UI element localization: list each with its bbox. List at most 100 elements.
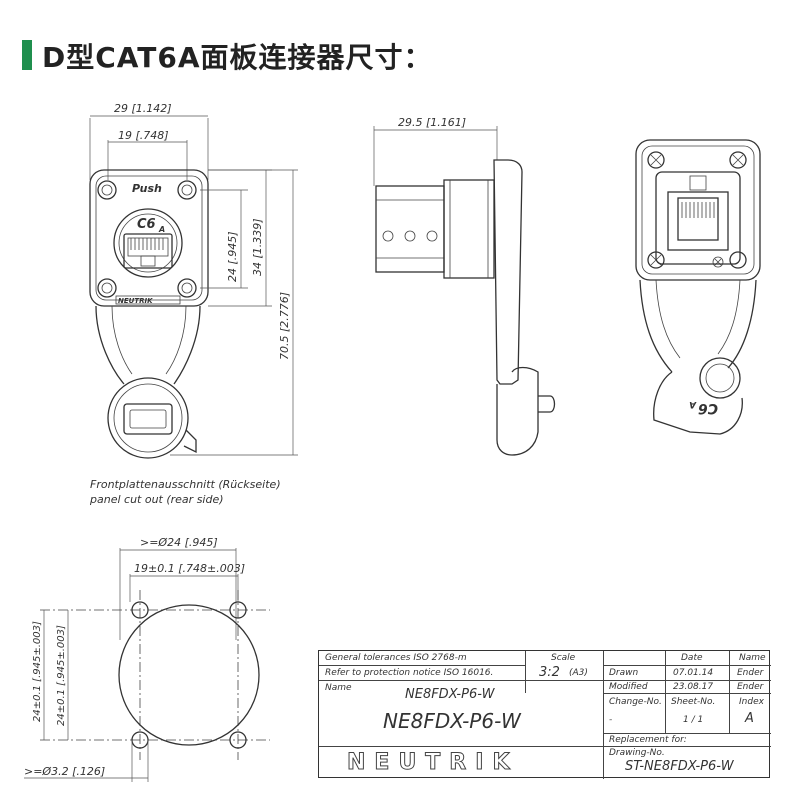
rj45-contacts bbox=[127, 237, 169, 257]
cutout-caption-de: Frontplattenausschnitt (Rückseite) bbox=[90, 478, 281, 491]
cat-label: C6 bbox=[137, 217, 156, 232]
side-hole bbox=[426, 230, 438, 242]
tb-line bbox=[603, 651, 604, 779]
page-title: D型CAT6A面板连接器尺寸： bbox=[42, 41, 433, 74]
drawing-no-label: Drawing-No. bbox=[609, 748, 665, 758]
drawn-name: Ender bbox=[737, 668, 764, 678]
rj45-latch bbox=[140, 255, 156, 267]
drawn-date: 07.01.14 bbox=[673, 668, 714, 678]
screw-icon bbox=[101, 184, 113, 196]
back-latch bbox=[689, 175, 707, 191]
push-label: Push bbox=[132, 182, 162, 195]
drawing-no-value: ST-NE8FDX-P6-W bbox=[625, 759, 734, 774]
front-view: 29 [1.142] 19 [.748] Push C6 A NEUTRIK bbox=[89, 102, 298, 459]
front-housing bbox=[89, 169, 209, 307]
modified-name: Ender bbox=[737, 682, 764, 692]
change-no-label: Change-No. bbox=[609, 697, 662, 707]
cap-strap-inner bbox=[111, 305, 187, 375]
dim-vert-right: 24±0.1 [.945±.003] bbox=[32, 621, 43, 722]
screw-cross-icon bbox=[650, 154, 744, 266]
rj45-port bbox=[123, 233, 173, 269]
tb-line bbox=[665, 651, 666, 733]
back-port-frame bbox=[667, 191, 729, 251]
dim-vert-left: 24±0.1 [.945±.003] bbox=[56, 625, 67, 726]
main-cutout-circle bbox=[118, 604, 260, 746]
index-value: A bbox=[745, 711, 754, 726]
screw-icon bbox=[177, 180, 197, 200]
side-cap bbox=[496, 366, 539, 456]
date-header: Date bbox=[681, 653, 703, 663]
side-flange bbox=[493, 159, 523, 385]
screw-icon bbox=[729, 151, 747, 169]
screw-icon bbox=[181, 282, 193, 294]
screw-icon bbox=[729, 251, 747, 269]
socket-ring-inner bbox=[118, 213, 178, 273]
general-tolerances: General tolerances ISO 2768-m bbox=[325, 653, 467, 663]
drawn-label: Drawn bbox=[609, 668, 639, 678]
mounting-hole bbox=[229, 731, 247, 749]
back-cat-label: C6 bbox=[698, 400, 718, 416]
side-hole bbox=[404, 230, 416, 242]
rj45-pins bbox=[130, 238, 164, 250]
screw-icon bbox=[181, 184, 193, 196]
screw-icon bbox=[97, 180, 117, 200]
sheet-no-label: Sheet-No. bbox=[671, 697, 716, 707]
dust-cap-plug-inner bbox=[129, 409, 167, 429]
tb-line bbox=[319, 680, 771, 681]
cat-sub: A bbox=[158, 225, 165, 234]
back-cat-sub: A bbox=[689, 399, 697, 409]
back-housing bbox=[635, 139, 761, 281]
dim-width-outer: 29 [1.142] bbox=[114, 102, 172, 115]
side-flange-body bbox=[443, 179, 495, 279]
title-block: General tolerances ISO 2768-m Refer to p… bbox=[318, 650, 771, 779]
brand-strip bbox=[115, 295, 181, 305]
back-rj45-port bbox=[677, 197, 719, 241]
dim-diameter: >=Ø24 [.945] bbox=[140, 536, 218, 549]
front-housing-inner bbox=[95, 175, 203, 301]
back-socket bbox=[655, 171, 741, 265]
protection-notice: Refer to protection notice ISO 16016. bbox=[325, 668, 494, 678]
change-no-value: - bbox=[609, 715, 613, 725]
tb-line bbox=[603, 693, 771, 694]
title-accent-bar bbox=[22, 40, 32, 70]
dim-depth: 29.5 [1.161] bbox=[398, 116, 466, 129]
tb-line bbox=[319, 746, 603, 747]
name-header: Name bbox=[739, 653, 766, 663]
scale-value: 3:2 bbox=[539, 665, 560, 680]
screw-icon bbox=[647, 151, 665, 169]
brand-logo: NEUTRIK bbox=[347, 750, 519, 776]
dim-hole-spacing: 19±0.1 [.748±.003] bbox=[134, 562, 245, 575]
tb-line bbox=[603, 733, 771, 734]
dim-h-total: 70.5 [2.776] bbox=[278, 292, 291, 360]
side-hole bbox=[382, 230, 394, 242]
name-label: Name bbox=[325, 683, 352, 693]
dust-cap-inner bbox=[113, 383, 183, 453]
socket-ring bbox=[113, 208, 183, 278]
side-view: 29.5 [1.161] bbox=[373, 116, 556, 456]
mounting-hole bbox=[229, 601, 247, 619]
scale-format: (A3) bbox=[569, 668, 588, 678]
ground-mark-icon bbox=[712, 256, 724, 268]
cap-strap bbox=[95, 305, 201, 385]
screw-icon bbox=[101, 282, 113, 294]
back-rivet-inner bbox=[705, 363, 735, 393]
replacement-label: Replacement for: bbox=[609, 735, 687, 745]
back-rivet bbox=[699, 357, 741, 399]
dim-h-outer: 34 [1.339] bbox=[251, 218, 264, 276]
tb-line bbox=[525, 651, 526, 693]
tb-line bbox=[603, 665, 771, 666]
side-cap-knob bbox=[538, 395, 556, 413]
tb-line bbox=[319, 665, 525, 666]
cutout-caption-en: panel cut out (rear side) bbox=[89, 493, 224, 506]
dim-h-inner: 24 [.945] bbox=[226, 231, 239, 282]
dim-width-inner: 19 [.748] bbox=[118, 129, 169, 142]
index-label: Index bbox=[739, 697, 764, 707]
tb-line bbox=[603, 746, 771, 747]
back-rj45-pins bbox=[681, 202, 715, 218]
dust-cap-plug bbox=[123, 403, 173, 435]
dust-cap bbox=[107, 377, 189, 459]
dim-hole-dia: >=Ø3.2 [.126] bbox=[24, 765, 105, 778]
back-strap-inner bbox=[655, 279, 741, 359]
modified-date: 23.08.17 bbox=[673, 682, 714, 692]
